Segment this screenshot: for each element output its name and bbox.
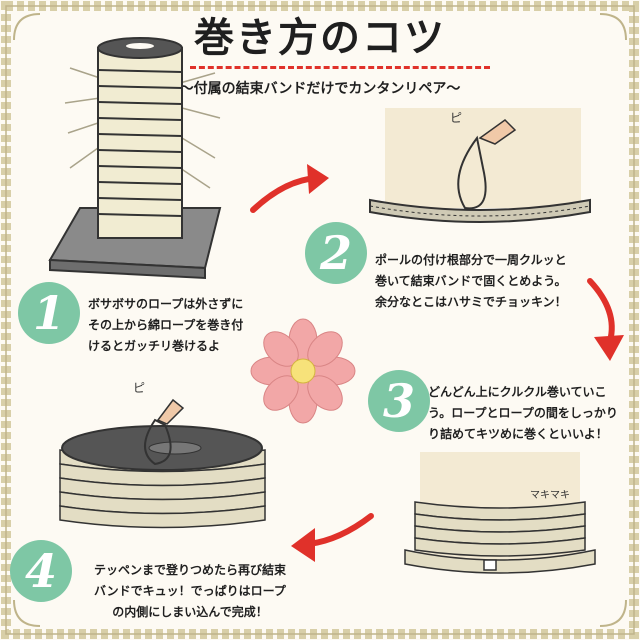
step-1-badge: 1: [18, 282, 80, 344]
sound-pi-top: ピ: [450, 111, 462, 125]
step-3-line: どんどん上にクルクル巻いていこ: [428, 385, 607, 399]
sound-maki: マキマキ: [530, 490, 570, 501]
step-4-text: テッペンまで登りつめたら再び結束 バンドでキュッ！でっぱりはロープ の内側にしま…: [80, 560, 300, 623]
illustration-step-2: ピ: [369, 108, 591, 223]
step-1-line: けるとガッチリ巻けるよ: [88, 339, 221, 353]
step-3-badge: 3: [368, 370, 430, 432]
illustration-step-1: [48, 37, 222, 280]
page-subtitle: 〜付属の結束バンドだけでカンタンリペア〜: [179, 81, 461, 97]
arrow-3-to-4: [291, 513, 374, 562]
step-3-line: り詰めてキツめに巻くといいよ！: [428, 427, 608, 441]
sound-pi-bottom: ピ: [133, 381, 145, 395]
arrow-2-to-3: [587, 278, 624, 361]
page-title: 巻き方のコツ: [194, 15, 446, 61]
step-4-badge: 4: [10, 540, 72, 602]
step-2-badge: 2: [305, 222, 367, 284]
illustration-step-4: ピ: [59, 381, 266, 529]
arrow-1-to-2: [250, 164, 329, 213]
step-2-line: 余分なとこはハサミでチョッキン！: [375, 295, 567, 309]
corner-ornaments: [13, 13, 627, 627]
illustration-step-3: マキマキ: [404, 452, 596, 574]
step-2-text: ポールの付け根部分で一周クルッと 巻いて結束バンドで固くとめよう。 余分なとこは…: [375, 250, 605, 313]
step-2-line: ポールの付け根部分で一周クルッと: [375, 253, 567, 267]
title-underline: [190, 66, 490, 69]
step-1-line: ボサボサのロープは外さずに: [88, 297, 244, 311]
title-area: 巻き方のコツ: [0, 18, 640, 58]
step-4-line: テッペンまで登りつめたら再び結束: [93, 563, 287, 577]
step-4-line: の内側にしまい込んで完成！: [112, 605, 268, 619]
flower-icon: [250, 318, 356, 424]
step-3-text: どんどん上にクルクル巻いていこ う。ロープとロープの間をしっかり り詰めてキツめ…: [428, 382, 628, 445]
step-1-line: その上から綿ロープを巻き付: [88, 318, 244, 332]
step-4-line: バンドでキュッ！でっぱりはロープ: [94, 584, 286, 598]
step-2-line: 巻いて結束バンドで固くとめよう。: [375, 274, 567, 288]
step-3-line: う。ロープとロープの間をしっかり: [428, 406, 618, 420]
step-1-text: ボサボサのロープは外さずに その上から綿ロープを巻き付 けるとガッチリ巻けるよ: [88, 294, 258, 357]
